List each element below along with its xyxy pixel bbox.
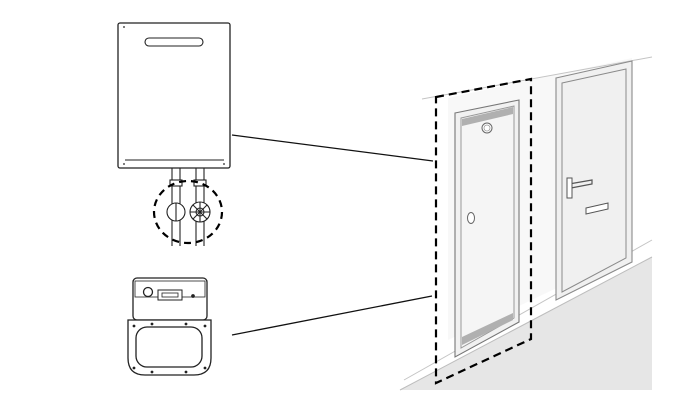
shutoff-valves xyxy=(152,168,224,246)
closet-highlight-frame xyxy=(434,77,533,385)
valve-highlight-circle xyxy=(152,179,224,245)
door-knob-icon xyxy=(467,212,475,224)
gas-meter xyxy=(127,277,212,376)
mail-slot xyxy=(585,202,609,215)
building-scene xyxy=(399,56,653,391)
heater-callout-line xyxy=(231,134,434,162)
utility-closet-door xyxy=(434,77,533,385)
meter-callout-line xyxy=(231,295,433,336)
water-heater xyxy=(117,22,231,169)
apartment-entry-door xyxy=(555,60,633,301)
vent-icon xyxy=(481,122,493,134)
